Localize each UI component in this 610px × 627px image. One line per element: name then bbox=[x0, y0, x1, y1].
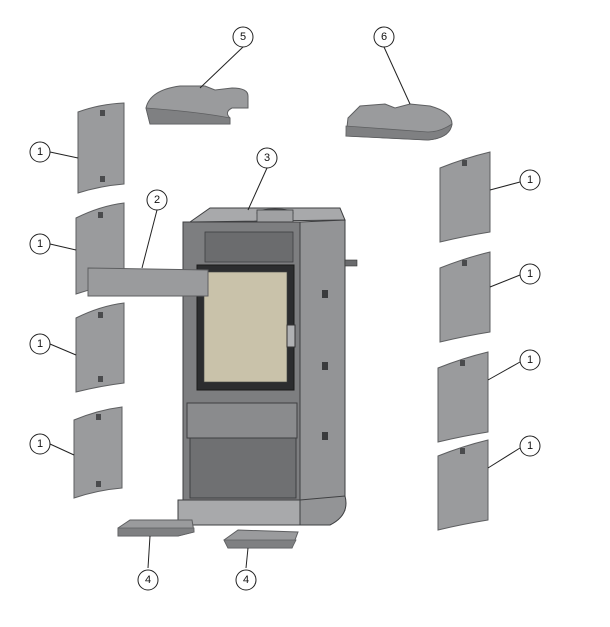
top-stone-5 bbox=[145, 85, 249, 125]
front-trim-bar bbox=[87, 267, 209, 297]
left-side-tile-3 bbox=[75, 302, 125, 393]
callout-label: 6 bbox=[381, 31, 387, 43]
callout-3: 3 bbox=[256, 147, 278, 169]
callout-1-right-a: 1 bbox=[519, 169, 541, 191]
callout-6: 6 bbox=[373, 26, 395, 48]
callout-5: 5 bbox=[232, 26, 254, 48]
callout-label: 4 bbox=[145, 574, 151, 586]
callout-1-right-b: 1 bbox=[519, 263, 541, 285]
left-side-tile-4 bbox=[73, 406, 123, 499]
stove-body bbox=[177, 207, 358, 526]
callout-4-right: 4 bbox=[235, 569, 257, 591]
right-side-tile-4 bbox=[437, 439, 489, 531]
callout-1-left-b: 1 bbox=[29, 233, 51, 255]
door-glass bbox=[203, 271, 288, 383]
callout-label: 3 bbox=[264, 152, 270, 164]
callout-2: 2 bbox=[146, 189, 168, 211]
right-side-tile-1 bbox=[439, 151, 491, 243]
callout-1-left-a: 1 bbox=[29, 141, 51, 163]
left-side-tile-1 bbox=[77, 102, 125, 194]
callout-label: 1 bbox=[527, 354, 533, 366]
callout-label: 1 bbox=[37, 146, 43, 158]
leader-lines bbox=[49, 46, 521, 569]
bottom-stone-left bbox=[117, 519, 195, 537]
callout-label: 5 bbox=[240, 31, 246, 43]
callout-4-left: 4 bbox=[137, 569, 159, 591]
top-stone-6 bbox=[345, 103, 453, 141]
right-side-tile-3 bbox=[437, 351, 489, 443]
callout-label: 1 bbox=[527, 174, 533, 186]
callout-label: 1 bbox=[37, 338, 43, 350]
callout-label: 2 bbox=[154, 194, 160, 206]
callout-label: 1 bbox=[527, 268, 533, 280]
callout-label: 1 bbox=[527, 440, 533, 452]
callout-label: 4 bbox=[243, 574, 249, 586]
callout-1-right-c: 1 bbox=[519, 349, 541, 371]
callout-label: 1 bbox=[37, 438, 43, 450]
callout-label: 1 bbox=[37, 238, 43, 250]
callout-1-right-d: 1 bbox=[519, 435, 541, 457]
callout-1-left-d: 1 bbox=[29, 433, 51, 455]
right-side-tile-2 bbox=[439, 251, 491, 343]
callout-1-left-c: 1 bbox=[29, 333, 51, 355]
bottom-stone-right bbox=[223, 529, 299, 549]
